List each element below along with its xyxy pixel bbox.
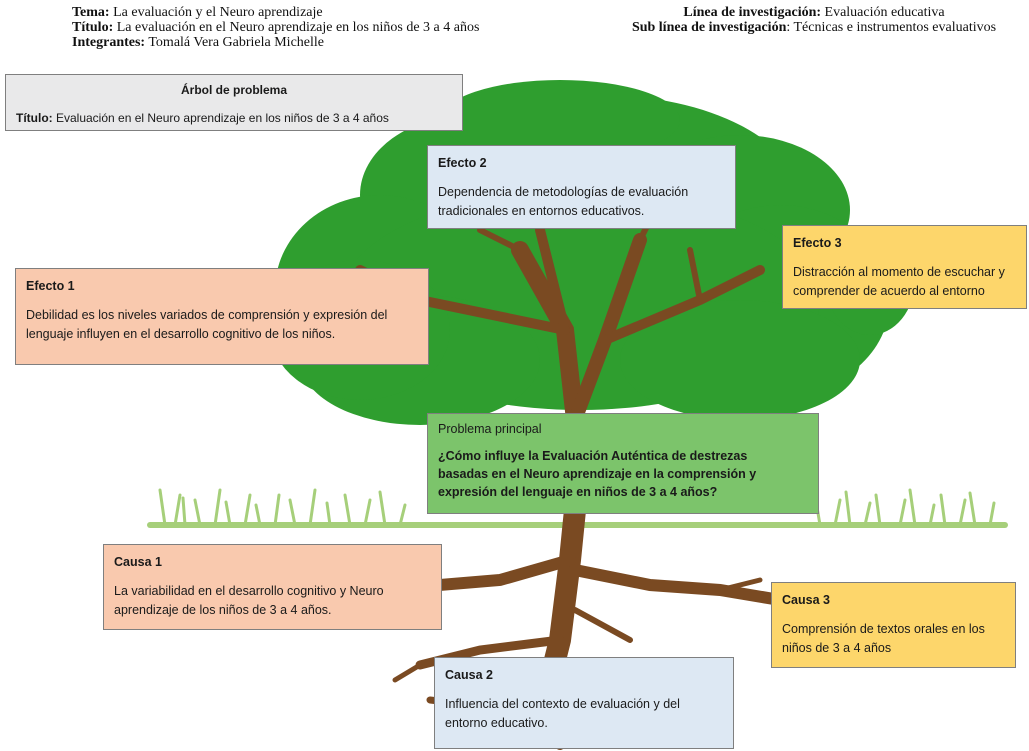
title-box-titulo-label: Título:: [16, 111, 53, 125]
header-integrantes: Integrantes: Tomalá Vera Gabriela Michel…: [72, 35, 592, 50]
title-box: Árbol de problema Título: Evaluación en …: [5, 74, 463, 131]
efecto-2-label: Efecto 2: [438, 156, 487, 170]
efecto-1-text: Debilidad es los niveles variados de com…: [26, 308, 388, 341]
linea-label: Línea de investigación:: [683, 5, 822, 20]
tema-label: Tema:: [72, 5, 110, 20]
problema-principal-text: ¿Cómo influye la Evaluación Auténtica de…: [438, 449, 757, 499]
integrantes-value: Tomalá Vera Gabriela Michelle: [145, 35, 324, 50]
causa-1-label: Causa 1: [114, 555, 162, 569]
efecto-1-box: Efecto 1 Debilidad es los niveles variad…: [15, 268, 429, 365]
efecto-3-box: Efecto 3 Distracción al momento de escuc…: [782, 225, 1027, 309]
causa-1-text: La variabilidad en el desarrollo cogniti…: [114, 584, 384, 617]
title-box-titulo-value: Evaluación en el Neuro aprendizaje en lo…: [52, 111, 389, 125]
causa-3-text: Comprensión de textos orales en los niño…: [782, 622, 985, 655]
integrantes-label: Integrantes:: [72, 35, 146, 50]
causa-3-box: Causa 3 Comprensión de textos orales en …: [771, 582, 1016, 668]
titulo-label: Título:: [72, 20, 114, 35]
header-left: Tema: La evaluación y el Neuro aprendiza…: [72, 5, 592, 50]
causa-1-box: Causa 1 La variabilidad en el desarrollo…: [103, 544, 442, 630]
titulo-value: La evaluación en el Neuro aprendizaje en…: [113, 20, 480, 35]
tema-value: La evaluación y el Neuro aprendizaje: [109, 5, 323, 20]
header-right: Línea de investigación: Evaluación educa…: [600, 5, 1028, 35]
sublinea-value: : Técnicas e instrumentos evaluativos: [786, 20, 997, 35]
causa-2-box: Causa 2 Influencia del contexto de evalu…: [434, 657, 734, 749]
efecto-2-text: Dependencia de metodologías de evaluació…: [438, 185, 689, 218]
title-box-heading: Árbol de problema: [180, 83, 287, 97]
causa-2-text: Influencia del contexto de evaluación y …: [445, 697, 680, 730]
causa-3-label: Causa 3: [782, 593, 830, 607]
sublinea-label: Sub línea de investigación: [631, 20, 787, 35]
header-linea: Línea de investigación: Evaluación educa…: [600, 5, 1028, 20]
efecto-3-text: Distracción al momento de escuchar y com…: [793, 265, 1005, 298]
efecto-2-box: Efecto 2 Dependencia de metodologías de …: [427, 145, 736, 229]
efecto-3-label: Efecto 3: [793, 236, 842, 250]
problema-principal-box: Problema principal ¿Cómo influye la Eval…: [427, 413, 819, 514]
efecto-1-label: Efecto 1: [26, 279, 75, 293]
header-sublinea: Sub línea de investigación: Técnicas e i…: [600, 20, 1028, 35]
header-titulo: Título: La evaluación en el Neuro aprend…: [72, 20, 592, 35]
problema-principal-label: Problema principal: [438, 422, 542, 436]
linea-value: Evaluación educativa: [821, 5, 945, 20]
causa-2-label: Causa 2: [445, 668, 493, 682]
header-tema: Tema: La evaluación y el Neuro aprendiza…: [72, 5, 592, 20]
title-box-line: Título: Evaluación en el Neuro aprendiza…: [16, 109, 452, 127]
